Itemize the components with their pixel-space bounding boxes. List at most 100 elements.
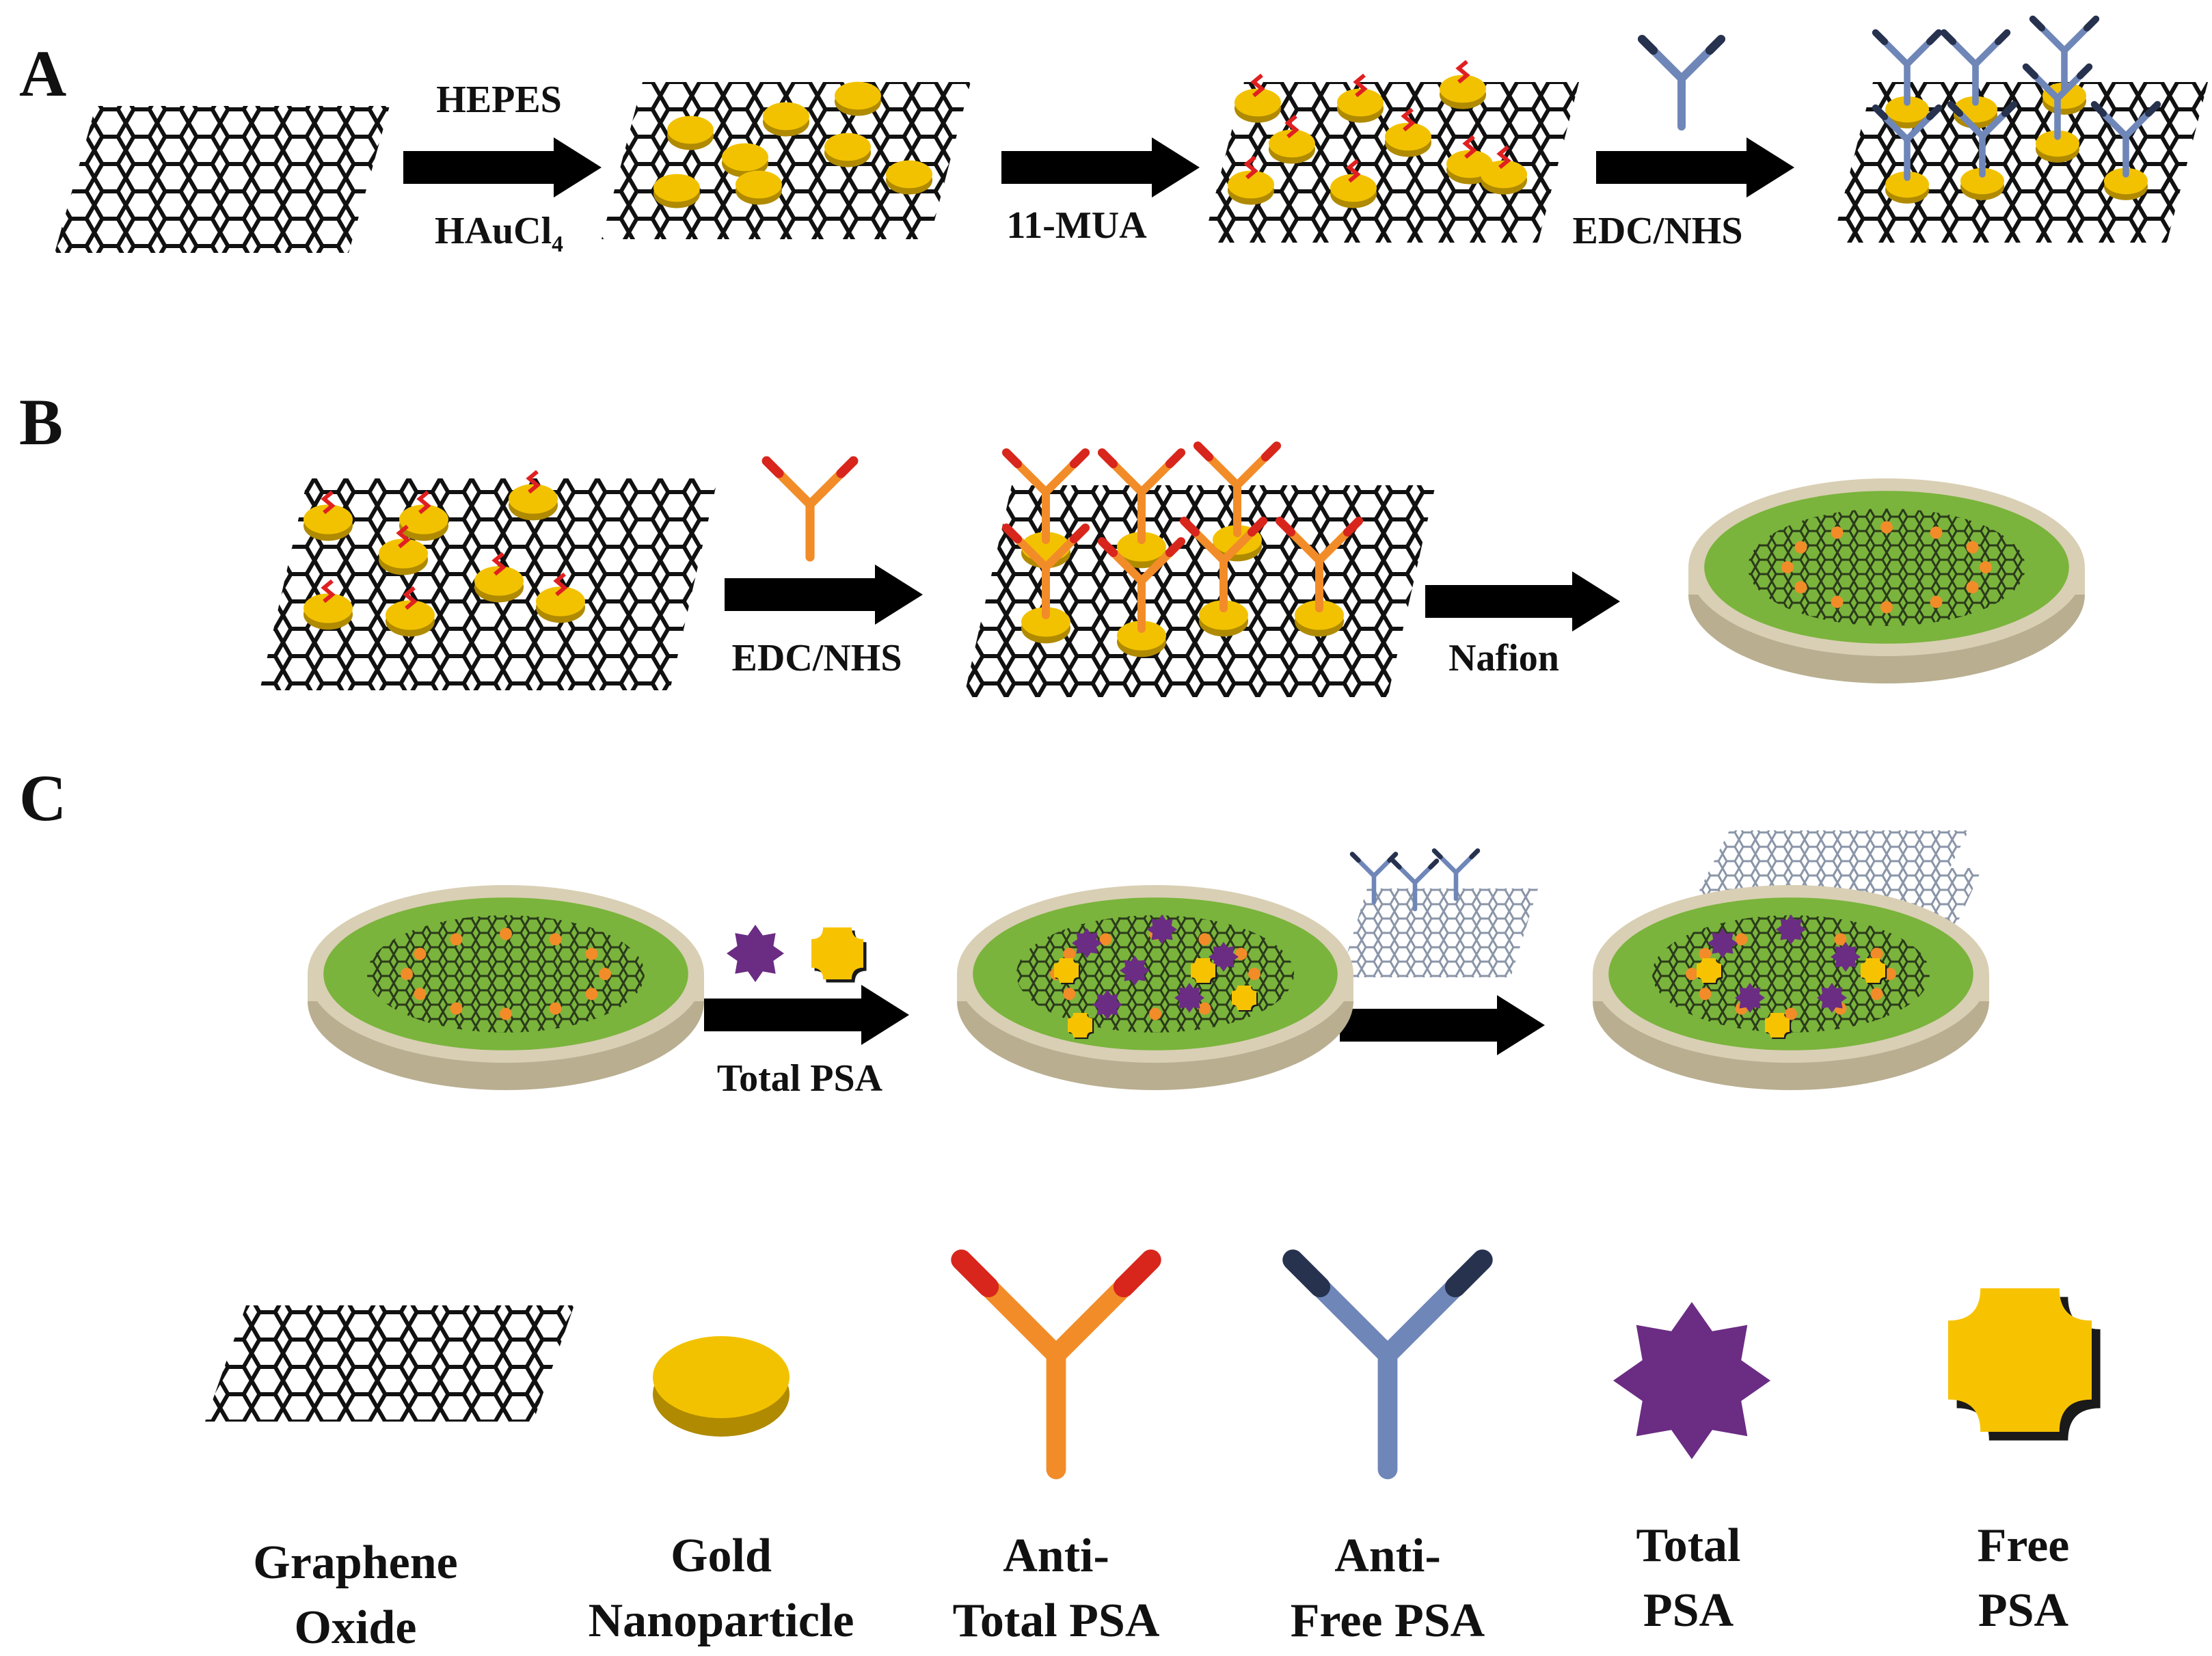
gold-nanoparticle-a3-6 <box>1228 170 1274 205</box>
linker-a3-7 <box>1346 159 1361 183</box>
panel-label-a: A <box>19 37 67 110</box>
total-psa-icon <box>1613 1302 1770 1459</box>
bound-free-psa-c2-3 <box>1068 1013 1094 1040</box>
gold-nanoparticle-b1-5 <box>474 566 524 603</box>
step-label-nafion: Nafion <box>1448 637 1559 679</box>
step-label-hepes: HEPES <box>436 79 562 121</box>
electrode-disk-c2 <box>957 885 1353 1090</box>
step-label-edc-nhs-a: EDC/NHS <box>1572 210 1743 252</box>
linker-a3-1 <box>1353 73 1368 98</box>
gold-nanoparticle-icon <box>653 1336 790 1437</box>
bound-free-psa-c2-0 <box>1054 958 1081 985</box>
linker-b1-6 <box>553 572 568 597</box>
bound-free-psa-c3-0 <box>1697 958 1723 985</box>
gold-nanoparticle-a3-1 <box>1337 88 1384 123</box>
gold-nanoparticle-b2-5 <box>1199 600 1248 637</box>
bound-free-psa-c2-1 <box>1191 958 1217 985</box>
bound-total-psa-c2-3 <box>1092 990 1122 1020</box>
linker-a3-5 <box>1462 135 1477 159</box>
legend-label-anti-free-psa: Anti- Free PSA <box>1290 1530 1485 1647</box>
gold-nanoparticle-b1-0 <box>304 504 353 541</box>
anti-free-psa-icon <box>1282 1249 1493 1480</box>
gold-nanoparticle-a3-2 <box>1440 74 1486 109</box>
total-psa-icon-c1 <box>727 925 784 982</box>
anti-free-psa-a4-6 <box>2022 63 2093 140</box>
linker-b1-0 <box>321 490 336 515</box>
gold-nanoparticle-a2-2 <box>835 81 881 116</box>
linker-a3-0 <box>1250 73 1265 98</box>
gold-nanoparticle-a2-0 <box>667 116 714 150</box>
gold-nanoparticle-a2-7 <box>886 160 932 195</box>
bound-free-psa-c2-2 <box>1232 986 1258 1012</box>
linker-b1-4 <box>403 586 418 610</box>
legend-label-total-psa: Total PSA <box>1636 1519 1741 1637</box>
anti-total-psa-b2-4 <box>1097 537 1186 633</box>
arrow-icon-c2 <box>1340 995 1545 1055</box>
arrow-icon-b1 <box>725 565 923 625</box>
bound-total-psa-c2-4 <box>1174 983 1204 1013</box>
gold-nanoparticle-b2-1 <box>1117 532 1166 569</box>
bound-total-psa-c2-1 <box>1147 914 1177 945</box>
free-psa-icon <box>1948 1288 2101 1441</box>
legend-label-gold-nanoparticle: Gold Nanoparticle <box>588 1530 854 1647</box>
anti-total-psa-b2-2 <box>1193 441 1282 537</box>
anti-free-psa-a4-2 <box>2029 15 2100 92</box>
arrow-icon-a3 <box>1596 137 1794 198</box>
panel-label-c: C <box>19 761 67 834</box>
linker-b1-2 <box>526 470 541 494</box>
electrode-disk-b3 <box>1688 478 2085 683</box>
gold-nanoparticle-a4-3 <box>1885 171 1929 204</box>
electrode-disk-c3 <box>1593 885 1989 1090</box>
anti-total-psa-b2-0 <box>1001 448 1090 544</box>
arrow-icon-b2 <box>1425 571 1620 632</box>
gold-nanoparticle-b2-3 <box>1021 607 1070 644</box>
gold-nanoparticle-a3-3 <box>1269 129 1315 164</box>
bound-total-psa-c3-1 <box>1776 914 1806 945</box>
legend-label-anti-total-psa: Anti- Total PSA <box>952 1530 1160 1647</box>
linker-a3-2 <box>1455 59 1470 84</box>
gold-nanoparticle-a4-5 <box>2104 167 2148 200</box>
step-label-edc-nhs-b: EDC/NHS <box>731 637 902 679</box>
probe-antibody-c-2 <box>1431 848 1481 901</box>
gold-nanoparticle-b1-6 <box>536 586 585 623</box>
gold-nanoparticle-a2-4 <box>824 133 871 167</box>
probe-antibody-c-1 <box>1390 858 1440 912</box>
linker-b1-5 <box>491 552 507 576</box>
gold-nanoparticle-a4-4 <box>1960 167 2004 200</box>
panel-label-b: B <box>19 385 64 459</box>
legend-label-graphene-oxide: Graphene Oxide <box>253 1536 458 1654</box>
bound-total-psa-c3-2 <box>1831 942 1861 972</box>
arrow-icon-a2 <box>1001 137 1200 198</box>
free-psa-icon-c1 <box>811 927 867 983</box>
linker-a3-6 <box>1243 155 1258 180</box>
gold-nanoparticle-a2-1 <box>763 102 809 137</box>
linker-a3-4 <box>1401 107 1416 132</box>
linker-a3-3 <box>1284 114 1299 139</box>
anti-total-psa-b2-1 <box>1097 448 1186 544</box>
probe-antibody-c-0 <box>1349 852 1399 905</box>
electrode-disk-c1 <box>308 885 704 1090</box>
anti-free-psa-a4-1 <box>1940 29 2011 106</box>
gold-nanoparticle-a4-6 <box>2036 130 2079 163</box>
bound-total-psa-c2-0 <box>1072 928 1102 958</box>
gold-nanoparticle-a3-8 <box>1481 160 1527 195</box>
gold-nanoparticle-a3-4 <box>1385 122 1431 157</box>
gold-nanoparticle-a2-6 <box>736 170 782 205</box>
gold-nanoparticle-a4-0 <box>1885 96 1929 128</box>
linker-a3-8 <box>1496 145 1511 169</box>
step-label-11-mua: 11-MUA <box>1006 204 1147 247</box>
anti-total-psa-icon <box>951 1249 1161 1480</box>
gold-nanoparticle-b1-4 <box>386 600 435 637</box>
anti-free-psa-a4-5 <box>2090 100 2161 178</box>
anti-total-psa-b2-3 <box>1001 523 1090 619</box>
anti-free-psa-a4-4 <box>1947 100 2018 178</box>
anti-total-psa-b2-6 <box>1275 516 1364 612</box>
bound-total-psa-c2-5 <box>1120 955 1150 986</box>
bound-total-psa-c3-0 <box>1708 928 1738 958</box>
anti-total-psa-b2-5 <box>1179 516 1268 612</box>
step-label-total-psa: Total PSA <box>716 1057 883 1100</box>
linker-b1-1 <box>416 490 431 515</box>
gold-nanoparticle-a3-0 <box>1235 88 1281 123</box>
